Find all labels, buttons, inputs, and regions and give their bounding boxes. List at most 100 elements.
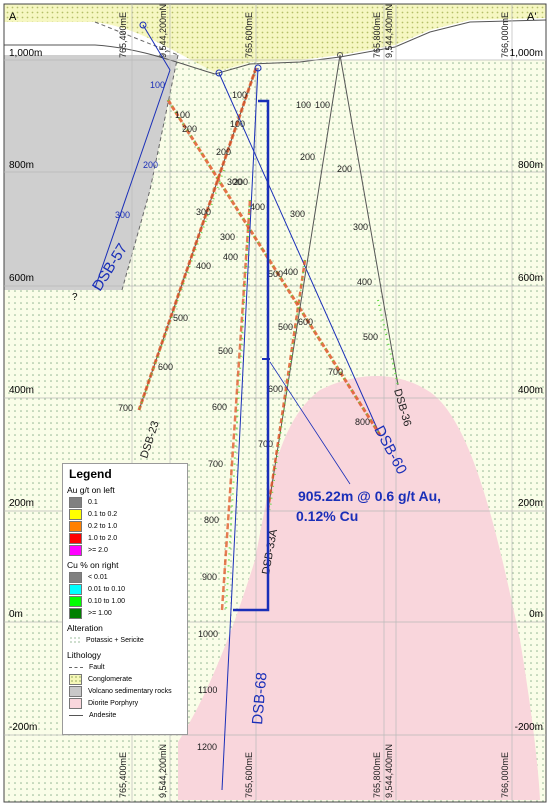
diorite-porphyry-body <box>178 375 540 800</box>
legend-au-item: 0.1 to 0.2 <box>69 508 187 520</box>
svg-text:400: 400 <box>283 267 298 277</box>
svg-text:600: 600 <box>158 362 173 372</box>
intercept-leader <box>269 361 351 485</box>
svg-text:200: 200 <box>143 160 158 170</box>
grid-labels-bottom: 765,400mE 9,544,200mN 765,600mE 765,800m… <box>118 744 510 798</box>
svg-text:300: 300 <box>220 232 235 242</box>
section-label-left: A <box>9 11 17 23</box>
legend-cu-item: >= 1.00 <box>69 607 187 619</box>
svg-text:200: 200 <box>182 124 197 134</box>
svg-text:765,800mE: 765,800mE <box>372 752 382 798</box>
svg-text:300: 300 <box>115 210 130 220</box>
svg-text:9,544,400mN: 9,544,400mN <box>384 744 394 798</box>
volcano-sedimentary-block <box>4 55 178 290</box>
svg-text:700: 700 <box>208 459 223 469</box>
frame <box>3 3 547 803</box>
svg-text:0m: 0m <box>9 609 23 620</box>
svg-text:765,600mE: 765,600mE <box>244 752 254 798</box>
svg-text:400: 400 <box>196 261 211 271</box>
svg-text:800m: 800m <box>9 160 34 171</box>
svg-text:400m: 400m <box>518 385 543 396</box>
svg-text:300: 300 <box>227 177 242 187</box>
svg-text:700: 700 <box>328 367 343 377</box>
svg-text:300: 300 <box>196 207 211 217</box>
legend-lith-item: Diorite Porphyry <box>69 697 187 709</box>
svg-text:1,000m: 1,000m <box>510 48 543 59</box>
svg-text:1200: 1200 <box>197 742 217 752</box>
svg-text:500: 500 <box>268 269 283 279</box>
intercept-line-1: 905.22m @ 0.6 g/t Au, <box>298 488 441 504</box>
legend-fault-item: Fault <box>69 661 187 673</box>
svg-text:900: 900 <box>202 572 217 582</box>
legend-panel: Legend Au g/t on left 0.1 0.1 to 0.2 0.2… <box>62 463 188 735</box>
svg-text:600: 600 <box>268 384 283 394</box>
legend-lith-item: Volcano sedimentary rocks <box>69 685 187 697</box>
svg-text:300: 300 <box>290 209 305 219</box>
svg-text:600m: 600m <box>518 273 543 284</box>
svg-text:1000: 1000 <box>198 629 218 639</box>
legend-lith-item: Conglomerate <box>69 673 187 685</box>
svg-text:100: 100 <box>232 90 247 100</box>
svg-text:500: 500 <box>278 322 293 332</box>
drillhole-dsb-68: 100 200 300 400 500 600 700 800 900 1000… <box>197 64 271 791</box>
svg-text:200m: 200m <box>518 498 543 509</box>
intercept-line-2: 0.12% Cu <box>296 508 358 524</box>
svg-text:200m: 200m <box>9 498 34 509</box>
intercept-bracket <box>233 99 270 612</box>
svg-text:200: 200 <box>216 147 231 157</box>
svg-text:765,600mE: 765,600mE <box>244 12 254 58</box>
svg-text:766,000mE: 766,000mE <box>500 752 510 798</box>
legend-cu-item: < 0.01 <box>69 571 187 583</box>
grid-labels-top: 765,400mE 9,544,200mN 765,600mE 765,800m… <box>118 4 510 58</box>
svg-text:200: 200 <box>337 164 352 174</box>
svg-text:600: 600 <box>298 317 313 327</box>
legend-cu-title: Cu % on right <box>67 560 119 570</box>
svg-text:9,544,200mN: 9,544,200mN <box>158 744 168 798</box>
svg-text:100: 100 <box>150 80 165 90</box>
svg-text:400m: 400m <box>9 385 34 396</box>
svg-text:500: 500 <box>218 346 233 356</box>
section-label-right: A' <box>527 11 536 23</box>
legend-au-item: 0.1 <box>69 496 187 508</box>
svg-text:500: 500 <box>173 313 188 323</box>
svg-text:300: 300 <box>353 222 368 232</box>
topography-line <box>4 19 547 75</box>
svg-text:200: 200 <box>300 152 315 162</box>
legend-alteration-title: Alteration <box>67 623 103 633</box>
legend-au-title: Au g/t on left <box>67 485 115 495</box>
legend-alteration-item: Potassic + Sericite <box>69 634 187 646</box>
svg-text:600m: 600m <box>9 273 34 284</box>
question-mark: ? <box>72 292 78 303</box>
collar-dsb-57 <box>139 21 147 29</box>
svg-text:600: 600 <box>212 402 227 412</box>
svg-text:100: 100 <box>175 110 190 120</box>
hole-label-dsb-68: DSB-68 <box>249 672 271 726</box>
collar-dsb-60 <box>215 69 223 77</box>
svg-text:765,400mE: 765,400mE <box>118 752 128 798</box>
svg-text:200: 200 <box>233 177 248 187</box>
legend-au-item: 0.2 to 1.0 <box>69 520 187 532</box>
legend-au-item: >= 2.0 <box>69 544 187 556</box>
legend-au-item: 1.0 to 2.0 <box>69 532 187 544</box>
svg-text:-200m: -200m <box>515 722 543 733</box>
svg-text:400: 400 <box>223 252 238 262</box>
svg-text:9,544,200mN: 9,544,200mN <box>158 4 168 58</box>
legend-title: Legend <box>69 467 112 481</box>
svg-text:765,800mE: 765,800mE <box>372 12 382 58</box>
elevation-labels-left: 1,000m 800m 600m 400m 200m 0m -200m <box>9 48 42 733</box>
svg-text:0m: 0m <box>529 609 543 620</box>
svg-text:765,400mE: 765,400mE <box>118 12 128 58</box>
legend-cu-item: 0.10 to 1.00 <box>69 595 187 607</box>
dsb-57-segment <box>94 69 171 289</box>
legend-cu-item: 0.01 to 0.10 <box>69 583 187 595</box>
legend-lithology-title: Lithology <box>67 650 102 660</box>
svg-text:100: 100 <box>315 100 330 110</box>
svg-text:400: 400 <box>357 277 372 287</box>
svg-text:100: 100 <box>296 100 311 110</box>
svg-text:1,000m: 1,000m <box>9 48 42 59</box>
svg-text:400: 400 <box>250 202 265 212</box>
fault-line-north <box>94 21 179 56</box>
svg-text:1100: 1100 <box>198 685 217 695</box>
collar-dsb-68 <box>254 64 262 72</box>
